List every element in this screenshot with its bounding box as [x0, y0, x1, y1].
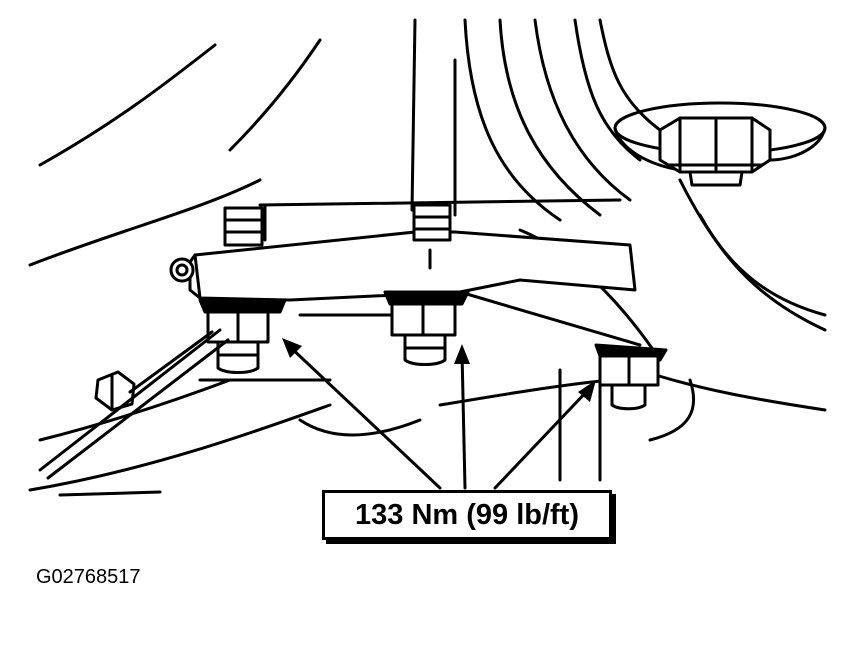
- stud-center: [412, 203, 452, 242]
- nut-icon: [38, 328, 230, 480]
- end-cap: [169, 257, 195, 283]
- pointer-arrows: [282, 338, 596, 490]
- stud-left: [223, 206, 264, 247]
- bolt-icon: [594, 343, 668, 411]
- bolt-icon: [198, 298, 287, 374]
- nut-icon: [658, 116, 772, 187]
- figure-id: G02768517: [36, 566, 141, 588]
- bolt-icon: [383, 290, 470, 366]
- torque-specification-label: 133 Nm (99 lb/ft): [322, 490, 612, 540]
